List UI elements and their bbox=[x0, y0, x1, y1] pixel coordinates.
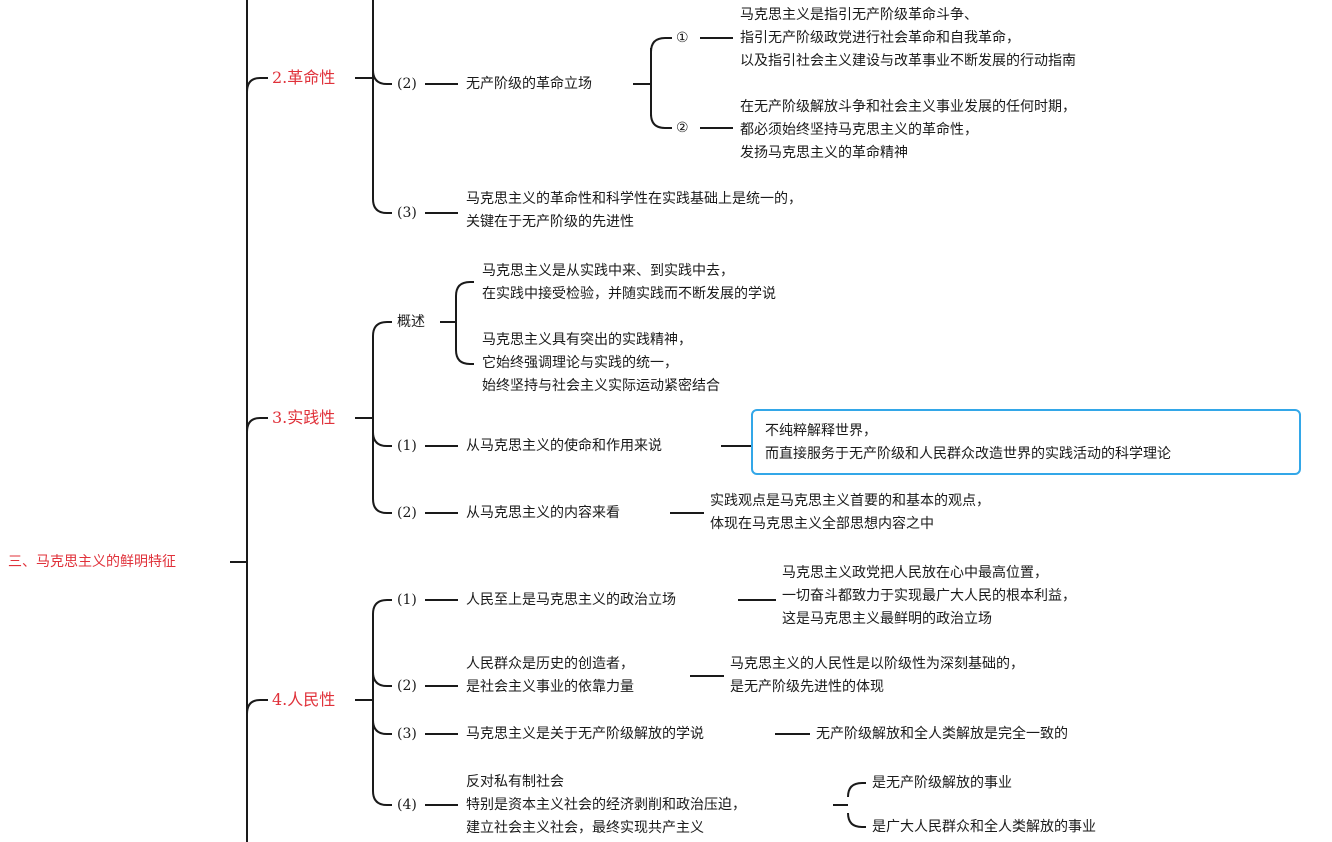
rev-b3-text: 马克思主义的革命性和科学性在实践基础上是统一的， 关键在于无产阶级的先进性 bbox=[466, 191, 802, 230]
practice-b1-label: 从马克思主义的使命和作用来说 bbox=[466, 438, 662, 454]
branch-title-people: 4.人民性 bbox=[272, 690, 336, 709]
rev-b2-connector bbox=[425, 37, 672, 129]
branch-practice bbox=[246, 417, 268, 433]
branch-title-practice: 3.实践性 bbox=[272, 408, 336, 427]
people-b2-num: (2) bbox=[397, 678, 417, 694]
people-b1-num: (1) bbox=[397, 592, 417, 608]
people-b3-detail: 无产阶级解放和全人类解放是完全一致的 bbox=[816, 726, 1068, 742]
highlight-box bbox=[751, 409, 1301, 475]
practice-b2-num: (2) bbox=[397, 505, 417, 521]
people-b1-detail: 马克思主义政党把人民放在心中最高位置， 一切奋斗都致力于实现最广大人民的根本利益… bbox=[782, 565, 1076, 627]
people-connector bbox=[355, 599, 392, 806]
people-b4-detail-2: 是广大人民群众和全人类解放的事业 bbox=[872, 819, 1096, 835]
rev-s2-num: ② bbox=[676, 120, 689, 136]
practice-b2-detail: 实践观点是马克思主义首要的和基本的观点， 体现在马克思主义全部思想内容之中 bbox=[710, 493, 990, 532]
people-b3-label: 马克思主义是关于无产阶级解放的学说 bbox=[466, 726, 704, 742]
people-b4-num: (4) bbox=[397, 797, 417, 813]
people-b2-connector bbox=[425, 675, 724, 687]
root-title: 三、马克思主义的鲜明特征 bbox=[8, 554, 176, 570]
rev-b2-num: (2) bbox=[397, 76, 417, 92]
rev-b3-num: (3) bbox=[397, 205, 417, 221]
people-b2-label: 人民群众是历史的创造者， 是社会主义事业的依靠力量 bbox=[466, 656, 634, 695]
branch-revolution bbox=[246, 77, 268, 93]
people-b4-label: 反对私有制社会 特别是资本主义社会的经济剥削和政治压迫， 建立社会主义社会，最终… bbox=[466, 774, 746, 836]
people-b3-num: (3) bbox=[397, 726, 417, 742]
people-b1-label: 人民至上是马克思主义的政治立场 bbox=[466, 592, 676, 608]
overview-text-1: 马克思主义是从实践中来、到实践中去， 在实践中接受检验，并随实践而不断发展的学说 bbox=[482, 263, 776, 302]
overview-text-2: 马克思主义具有突出的实践精神， 它始终强调理论与实践的统一， 始终坚持与社会主义… bbox=[482, 332, 720, 394]
branch-people bbox=[246, 699, 268, 715]
people-b4-connector bbox=[425, 782, 866, 828]
rev-s1-text: 马克思主义是指引无产阶级革命斗争、 指引无产阶级政党进行社会革命和自我革命， 以… bbox=[740, 7, 1076, 69]
practice-connector bbox=[355, 321, 392, 514]
root-connector bbox=[230, 0, 248, 842]
practice-b2-label: 从马克思主义的内容来看 bbox=[466, 505, 620, 521]
practice-b1-num: (1) bbox=[397, 438, 417, 454]
rev-connector bbox=[355, 0, 392, 214]
people-b4-detail-1: 是无产阶级解放的事业 bbox=[872, 775, 1012, 791]
people-b2-detail: 马克思主义的人民性是以阶级性为深刻基础的， 是无产阶级先进性的体现 bbox=[730, 656, 1024, 695]
overview-connector bbox=[440, 281, 474, 365]
rev-s2-text: 在无产阶级解放斗争和社会主义事业发展的任何时期， 都必须始终坚持马克思主义的革命… bbox=[740, 99, 1076, 161]
rev-b2-label: 无产阶级的革命立场 bbox=[466, 76, 592, 92]
branch-title-revolution: 2.革命性 bbox=[272, 68, 336, 87]
practice-b1-detail: 不纯粹解释世界， 而直接服务于无产阶级和人民群众改造世界的实践活动的科学理论 bbox=[765, 423, 1171, 462]
rev-s1-num: ① bbox=[676, 30, 689, 46]
overview-label: 概述 bbox=[397, 314, 425, 330]
